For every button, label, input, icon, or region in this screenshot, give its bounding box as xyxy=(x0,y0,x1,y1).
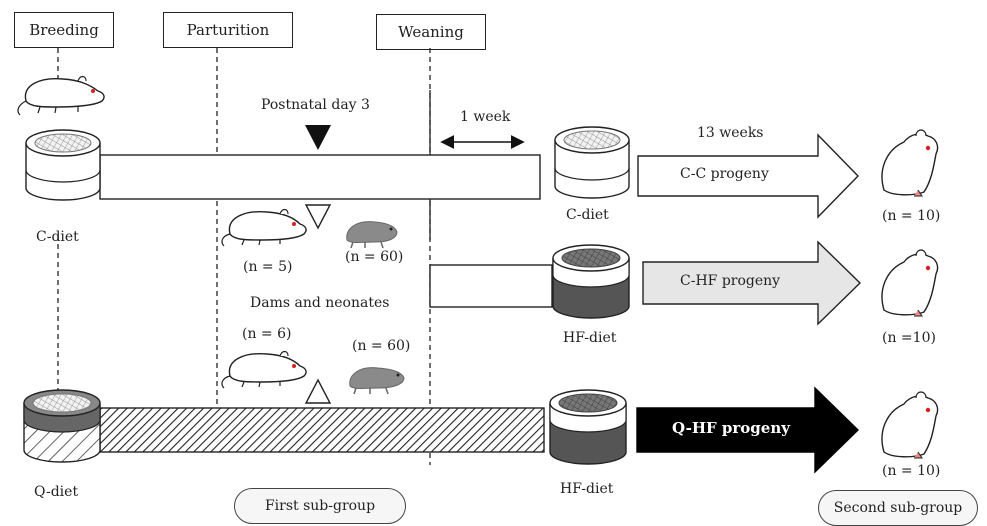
c-diet-timeline-bar xyxy=(99,154,541,200)
q-pup-icon xyxy=(349,367,405,395)
chf-timeline-bar xyxy=(429,264,553,308)
hf-diet-bottom-label: HF-diet xyxy=(560,481,614,497)
c-dam-rat-icon xyxy=(221,208,307,247)
q-cohort-triangle xyxy=(304,378,332,404)
c-dams-count: (n = 5) xyxy=(243,259,293,275)
c-cohort-triangle xyxy=(304,204,332,230)
q-diet-left-label: Q-diet xyxy=(34,484,79,500)
q-diet-food-cup xyxy=(23,389,101,463)
c-pups-count: (n = 60) xyxy=(345,249,404,265)
parturition-stage-label: Parturition xyxy=(163,12,293,48)
chf-progeny-arrow xyxy=(642,240,862,326)
c-diet-food-cup-right xyxy=(554,126,630,199)
qhf-progeny-mouse-icon xyxy=(881,391,939,459)
q-dam-rat-icon xyxy=(221,350,307,389)
hf-diet-food-cup-bottom xyxy=(549,389,627,465)
q-dams-count: (n = 6) xyxy=(242,326,292,342)
q-diet-timeline-bar xyxy=(99,407,545,453)
breeding-rat-icon xyxy=(17,75,105,116)
postnatal-day-marker xyxy=(305,125,331,150)
cc-progeny-arrow xyxy=(637,133,859,219)
qhf-progeny-arrow xyxy=(636,386,860,474)
c-diet-food-cup-left xyxy=(25,129,101,201)
c-diet-left-label: C-diet xyxy=(36,229,79,245)
weaning-stage-label: Weaning xyxy=(376,14,486,50)
second-subgroup-label: Second sub-group xyxy=(818,490,978,526)
q-pups-count: (n = 60) xyxy=(352,338,411,354)
postnatal-day-label: Postnatal day 3 xyxy=(261,97,370,113)
chf-progeny-label: C-HF progeny xyxy=(680,273,781,289)
qhf-progeny-count: (n = 10) xyxy=(882,463,941,479)
qhf-progeny-label: Q-HF progeny xyxy=(672,419,790,437)
cc-progeny-count: (n = 10) xyxy=(882,208,941,224)
dams-and-neonates-label: Dams and neonates xyxy=(250,295,390,311)
cc-progeny-label: C-C progeny xyxy=(680,166,769,182)
breeding-stage-label: Breeding xyxy=(14,12,114,48)
chf-progeny-count: (n =10) xyxy=(882,330,936,346)
hf-diet-mid-label: HF-diet xyxy=(563,330,617,346)
c-pup-icon xyxy=(346,221,398,249)
thirteen-weeks-label: 13 weeks xyxy=(697,125,764,141)
cc-progeny-mouse-icon xyxy=(881,129,939,197)
first-subgroup-label: First sub-group xyxy=(234,488,406,524)
c-diet-right-label: C-diet xyxy=(566,207,609,223)
hf-diet-food-cup-mid xyxy=(552,244,630,319)
chf-progeny-mouse-icon xyxy=(881,249,939,317)
one-week-label: 1 week xyxy=(460,109,511,125)
